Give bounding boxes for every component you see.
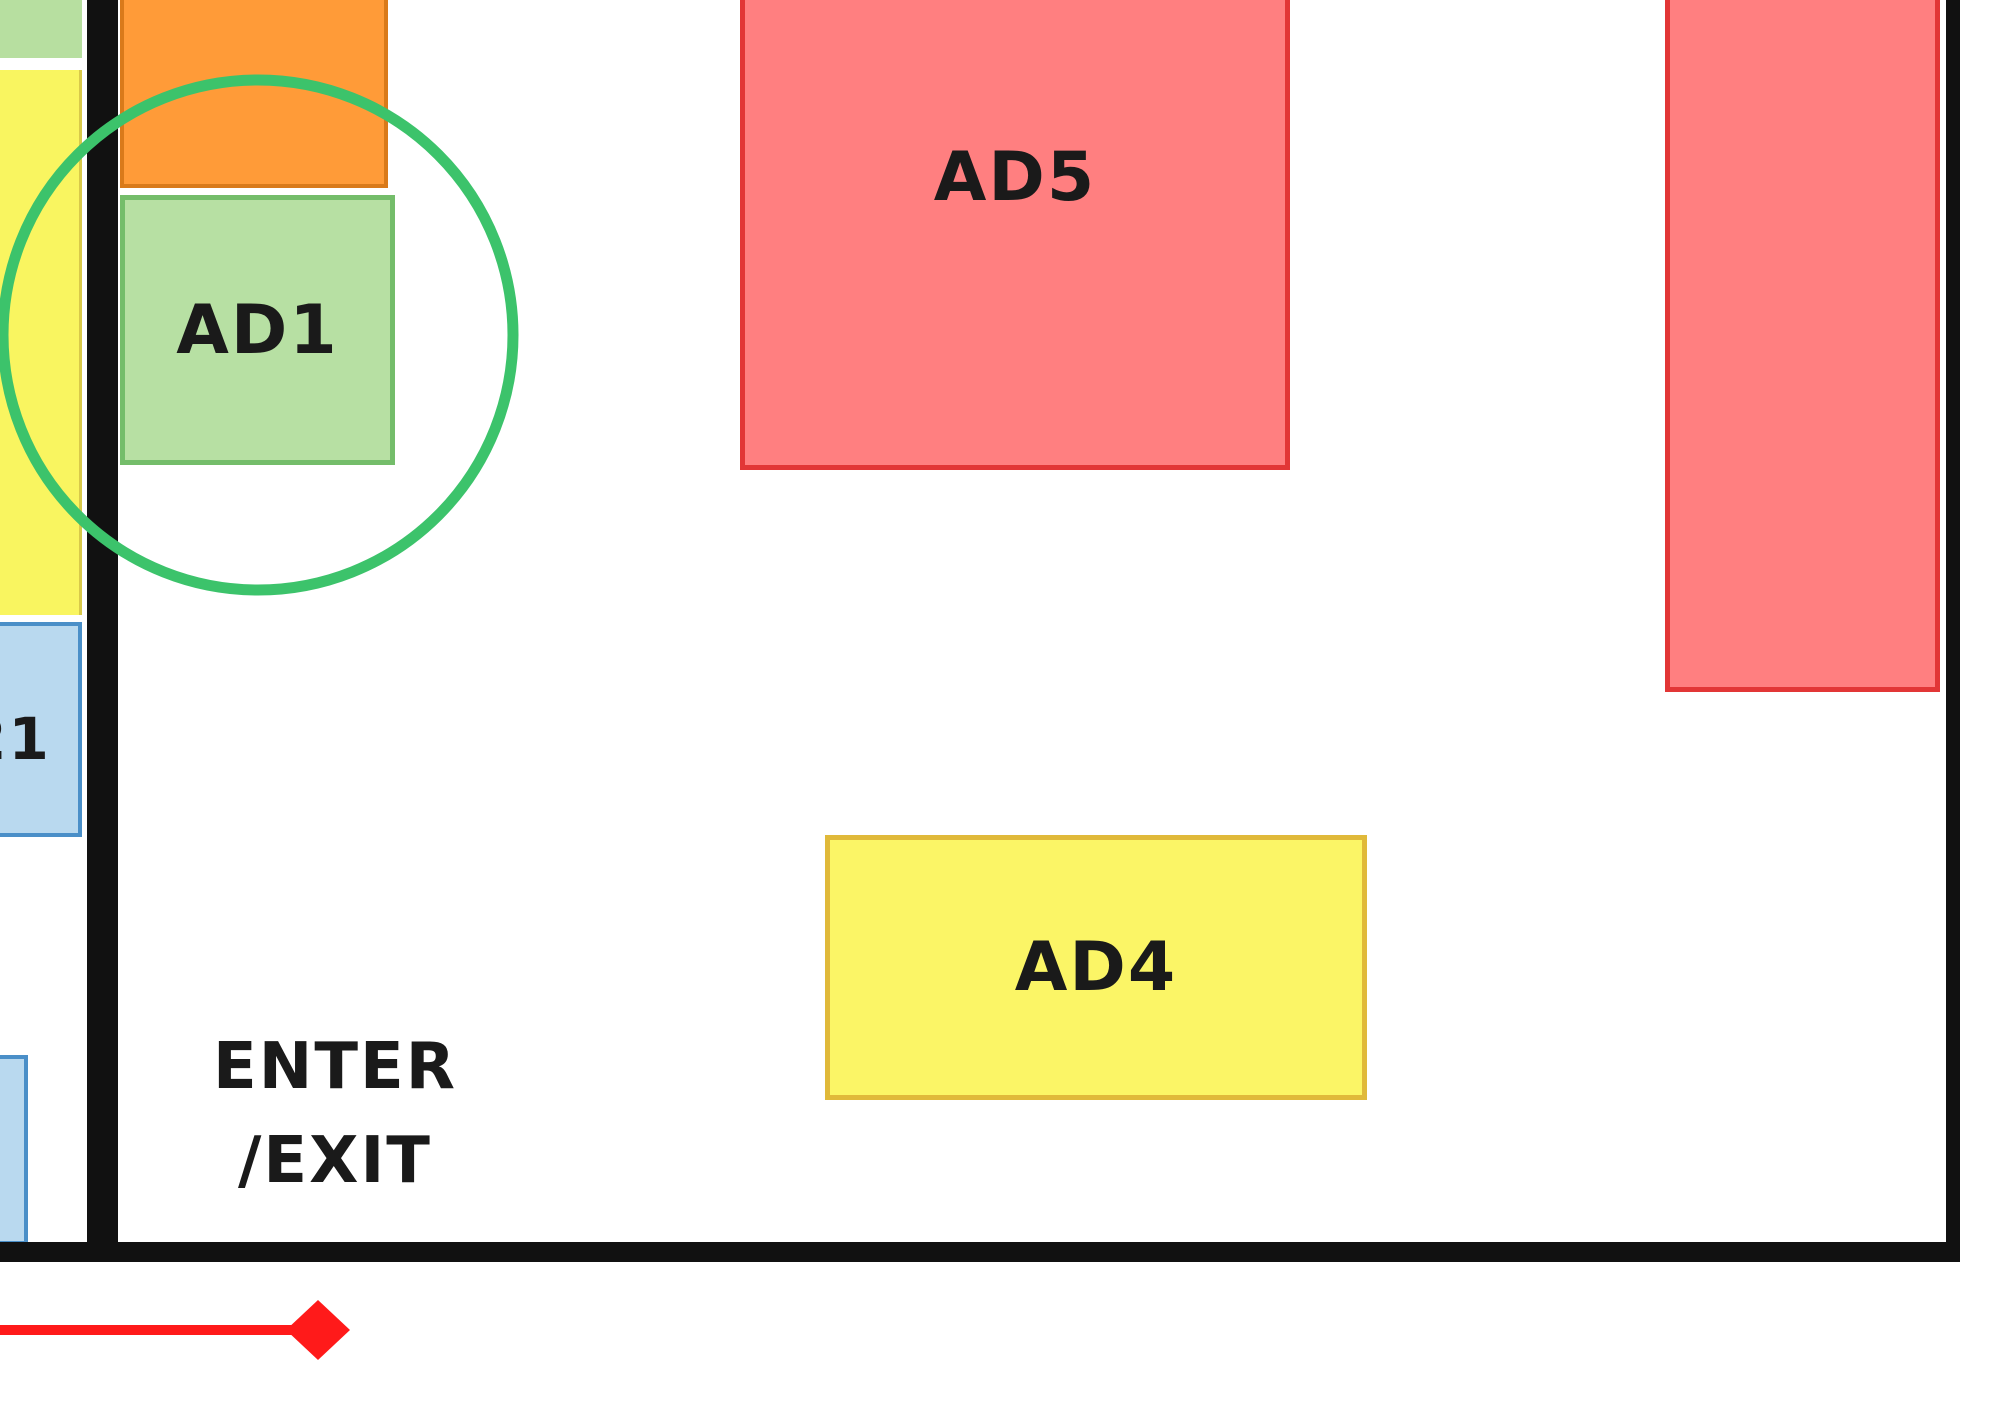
booth-ad5-label: AD5	[933, 138, 1097, 217]
hall-wall-bottom	[0, 1242, 1960, 1262]
left-strip-blue-booth	[0, 622, 82, 837]
hall-wall-left	[87, 0, 118, 1247]
left-strip-blue-booth-lower	[0, 1055, 28, 1245]
hall-wall-right	[1946, 0, 1960, 1262]
entrance-exit-label: ENTER /EXIT	[140, 1020, 530, 1208]
blue-strip-label: 21	[0, 705, 51, 773]
booth-right-red[interactable]	[1665, 0, 1940, 692]
booth-ad1-label: AD1	[176, 290, 339, 370]
left-strip-green-booth	[0, 0, 82, 58]
booth-ad4[interactable]: AD4	[825, 835, 1367, 1100]
booth-ad5[interactable]: AD5	[740, 0, 1290, 470]
entrance-label-line2: /EXIT	[238, 1124, 432, 1198]
booth-ad1[interactable]: AD1	[120, 195, 395, 465]
entrance-label-line1: ENTER	[213, 1030, 457, 1104]
booth-ad4-label: AD4	[1014, 928, 1178, 1007]
diamond-arrow-icon	[0, 1300, 350, 1360]
highlight-circle	[0, 74, 519, 596]
